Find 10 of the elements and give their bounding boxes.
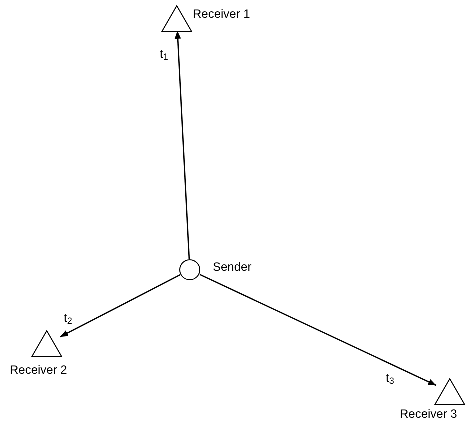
node-label: Sender — [213, 261, 252, 273]
edge-label: t$_{2}$ — [64, 312, 72, 324]
edge-label: t$_{1}$ — [160, 48, 168, 60]
arrow — [174, 30, 190, 260]
arrow — [200, 274, 437, 386]
node-label: Receiver 2 — [10, 364, 68, 376]
node-label: Receiver 1 — [193, 8, 250, 20]
arrow — [60, 274, 181, 338]
edge-label: t$_{3}$ — [386, 372, 394, 384]
node-label: Receiver 3 — [400, 408, 458, 420]
